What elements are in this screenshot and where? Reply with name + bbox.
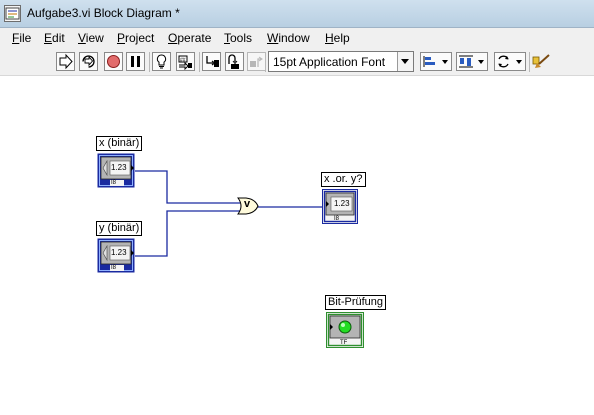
menu-tools[interactable]: Tools [224, 31, 253, 45]
x-numeric-control-terminal[interactable]: 1.23 I8 [97, 153, 135, 188]
wire-x [135, 170, 240, 204]
svg-text:##: ## [180, 58, 186, 64]
x-display-value: 1.23 [111, 163, 127, 172]
result-type-tag: I8 [334, 216, 340, 222]
run-arrow-icon[interactable] [56, 52, 75, 71]
title-bar: Aufgabe3.vi Block Diagram * [0, 0, 594, 28]
clean-up-diagram-icon[interactable] [532, 52, 551, 71]
result-numeric-indicator-terminal[interactable]: 1.23 I8 [322, 189, 358, 224]
run-continuously-icon[interactable] [79, 52, 98, 71]
y-display-value: 1.23 [111, 248, 127, 257]
step-over-icon[interactable] [225, 52, 244, 71]
y-type-tag: I8 [111, 265, 117, 271]
reorder-icon[interactable] [494, 52, 526, 71]
block-diagram-canvas[interactable]: x (binär) 1.23 I8 y (binär) 1.23 I8 [0, 76, 594, 415]
distribute-objects-icon[interactable] [456, 52, 488, 71]
wire-layer [135, 170, 324, 257]
step-out-icon[interactable] [247, 52, 266, 71]
y-numeric-control-terminal[interactable]: 1.23 I8 [97, 238, 135, 273]
menu-bar: File Edit View Project Operate Tools Win… [0, 28, 594, 48]
terminal-label-y[interactable]: y (binär) [96, 221, 143, 236]
terminal-label-bit[interactable]: Bit-Prüfung [325, 295, 387, 310]
menu-file[interactable]: File [12, 31, 32, 45]
menu-view[interactable]: View [78, 31, 104, 45]
terminal-label-result[interactable]: x .or. y? [321, 172, 366, 187]
menu-help[interactable]: Help [325, 31, 350, 45]
menu-project[interactable]: Project [117, 31, 155, 45]
step-into-icon[interactable] [202, 52, 221, 71]
abort-icon[interactable] [104, 52, 123, 71]
bit-type-tag: TF [340, 340, 348, 346]
wire-y [135, 210, 240, 257]
font-select[interactable]: 15pt Application Font [268, 51, 414, 72]
pause-icon[interactable] [126, 52, 145, 71]
toolbar: ## 15pt Application Font [0, 48, 594, 76]
window-title: Aufgabe3.vi Block Diagram * [27, 6, 180, 20]
result-display-value: 1.23 [334, 199, 350, 208]
terminal-label-x[interactable]: x (binär) [96, 136, 143, 151]
x-type-tag: I8 [111, 180, 117, 186]
or-function-node[interactable]: v [236, 196, 260, 216]
highlight-execution-icon[interactable] [152, 52, 171, 71]
font-select-value: 15pt Application Font [273, 55, 386, 69]
bit-boolean-indicator-terminal[interactable]: TF [326, 312, 364, 348]
or-glyph: v [244, 198, 251, 210]
block-diagram-icon [4, 5, 21, 22]
retain-wire-values-icon[interactable]: ## [176, 52, 195, 71]
chevron-down-icon[interactable] [397, 52, 413, 71]
align-objects-icon[interactable] [420, 52, 452, 71]
menu-edit[interactable]: Edit [44, 31, 65, 45]
menu-operate[interactable]: Operate [168, 31, 212, 45]
menu-window[interactable]: Window [267, 31, 310, 45]
